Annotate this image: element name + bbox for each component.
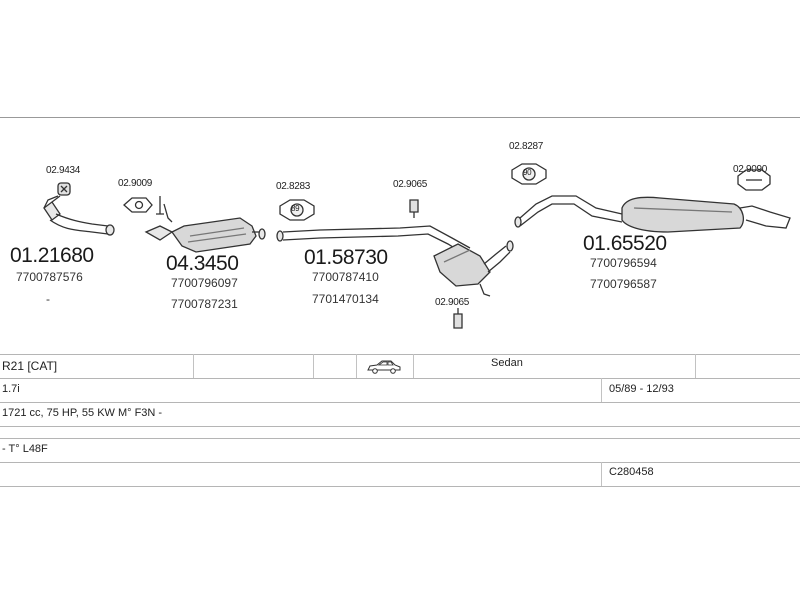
gasket-drawing bbox=[123, 196, 173, 223]
hanger-drawing-1 bbox=[409, 199, 419, 218]
table-col-7 bbox=[601, 462, 602, 486]
clamp-drawing-3 bbox=[511, 163, 547, 185]
catalytic-converter-drawing bbox=[144, 217, 266, 253]
table-rule-5 bbox=[0, 438, 800, 439]
vehicle-model: R21 [CAT] bbox=[2, 359, 58, 373]
clamp-drawing-2 bbox=[279, 199, 315, 221]
oem-number-front-pipe-1: 7700787576 bbox=[16, 270, 83, 284]
oem-number-rear-muffler-1: 7700796594 bbox=[590, 256, 657, 270]
table-col-5 bbox=[695, 354, 696, 378]
oem-number-front-pipe-2: - bbox=[46, 292, 50, 306]
engine-specs: 1721 cc, 75 HP, 55 KW M° F3N - bbox=[2, 407, 163, 419]
part-number-intermediate-pipe: 01.58730 bbox=[304, 246, 388, 269]
accessory-label-6: 02.9090 bbox=[733, 164, 768, 175]
accessory-label-4: 02.9065 bbox=[393, 179, 428, 190]
clamp-mark-90: 90 bbox=[523, 168, 532, 177]
top-border bbox=[0, 117, 800, 118]
accessory-label-3: 02.8283 bbox=[276, 181, 311, 192]
accessory-label-2: 02.9009 bbox=[118, 178, 153, 189]
part-number-rear-muffler: 01.65520 bbox=[583, 232, 667, 255]
table-col-1 bbox=[193, 354, 194, 378]
clamp-drawing-1 bbox=[57, 182, 71, 196]
oem-number-intermediate-pipe-1: 7700787410 bbox=[312, 270, 379, 284]
clamp-mark-89: 89 bbox=[291, 204, 300, 213]
table-rule-1 bbox=[0, 354, 800, 355]
engine: 1.7i bbox=[2, 383, 20, 395]
exhaust-drawing bbox=[43, 163, 791, 329]
oem-number-intermediate-pipe-2: 7701470134 bbox=[312, 292, 379, 306]
oem-number-rear-muffler-2: 7700796587 bbox=[590, 277, 657, 291]
accessory-label-7: 02.9065 bbox=[435, 297, 470, 308]
oem-number-catalytic-converter-2: 7700787231 bbox=[171, 297, 238, 311]
gearbox: - T° L48F bbox=[2, 443, 48, 455]
table-rule-2 bbox=[0, 378, 800, 379]
front-pipe-drawing bbox=[43, 195, 115, 236]
oem-number-catalytic-converter-1: 7700796097 bbox=[171, 276, 238, 290]
table-rule-7 bbox=[0, 486, 800, 487]
table-col-4 bbox=[413, 354, 414, 378]
table-col-3 bbox=[356, 354, 357, 378]
part-number-catalytic-converter: 04.3450 bbox=[166, 252, 239, 275]
table-rule-3 bbox=[0, 402, 800, 403]
table-rule-4 bbox=[0, 426, 800, 427]
body-type: Sedan bbox=[491, 357, 523, 369]
rear-muffler-drawing bbox=[514, 195, 791, 233]
accessory-label-1: 02.9434 bbox=[46, 165, 81, 176]
catalog-code: C280458 bbox=[609, 466, 654, 478]
intermediate-pipe-drawing bbox=[276, 225, 514, 297]
table-col-2 bbox=[313, 354, 314, 378]
table-rule-6 bbox=[0, 462, 800, 463]
hanger-drawing-2 bbox=[453, 308, 463, 329]
production-years: 05/89 - 12/93 bbox=[609, 383, 674, 395]
clamp-drawing-4 bbox=[737, 169, 771, 191]
table-col-6 bbox=[601, 378, 602, 402]
part-number-front-pipe: 01.21680 bbox=[10, 244, 94, 267]
car-icon bbox=[367, 360, 401, 374]
accessory-label-5: 02.8287 bbox=[509, 141, 544, 152]
